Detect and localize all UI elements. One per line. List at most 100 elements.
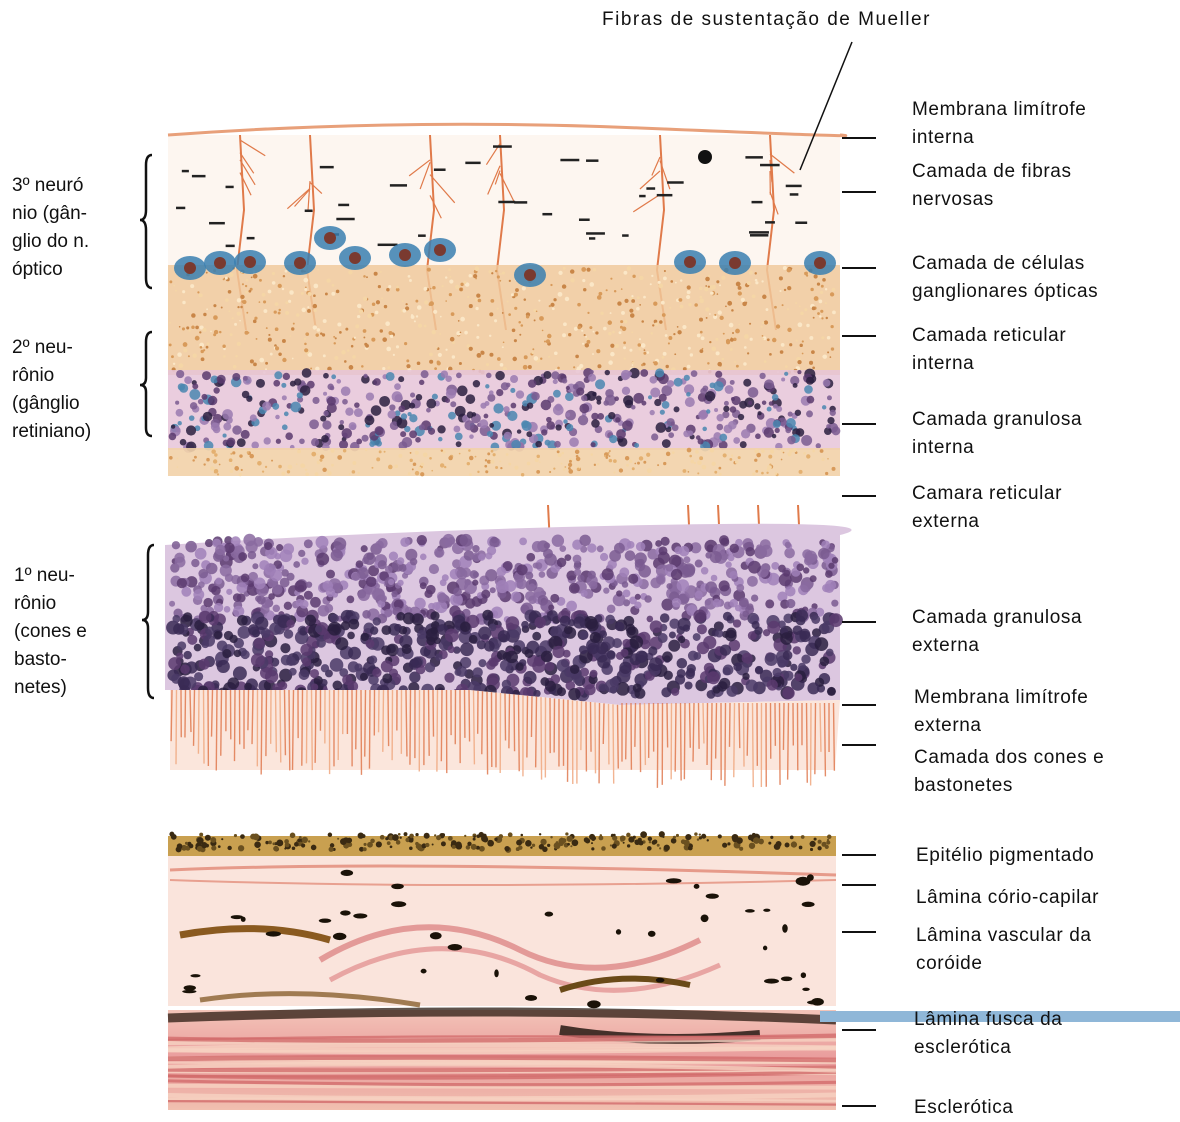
granule-cell bbox=[668, 432, 674, 438]
granule-cell bbox=[609, 550, 621, 562]
speckle bbox=[745, 302, 747, 304]
speckle bbox=[613, 471, 615, 473]
granule-cell bbox=[437, 593, 447, 603]
speckle bbox=[352, 461, 356, 465]
speckle bbox=[434, 367, 437, 370]
granule-cell bbox=[546, 421, 555, 430]
speckle bbox=[450, 276, 452, 278]
rod-cone bbox=[266, 690, 267, 756]
speckle bbox=[366, 276, 368, 278]
granule-cell bbox=[381, 625, 391, 635]
granule-cell bbox=[339, 440, 348, 449]
granule-cell bbox=[529, 583, 536, 590]
speckle bbox=[502, 346, 504, 348]
granule-cell bbox=[493, 403, 503, 413]
granule-cell bbox=[498, 630, 510, 642]
granule-cell bbox=[650, 387, 660, 397]
speckle bbox=[477, 471, 479, 473]
granule-cell bbox=[389, 552, 398, 561]
speckle bbox=[282, 288, 284, 290]
speckle bbox=[417, 361, 421, 365]
granule-cell bbox=[217, 660, 230, 673]
speckle bbox=[619, 468, 623, 472]
speckle bbox=[553, 298, 556, 301]
speckle bbox=[239, 454, 242, 457]
granule-cell bbox=[444, 673, 454, 683]
granule-cell bbox=[765, 653, 778, 666]
pigment-granule bbox=[732, 834, 739, 841]
melanocyte bbox=[340, 910, 351, 915]
granule-cell bbox=[584, 616, 597, 629]
granule-cell bbox=[719, 580, 730, 591]
granule-cell bbox=[798, 663, 806, 671]
speckle bbox=[832, 467, 836, 471]
speckle bbox=[827, 336, 831, 340]
speckle bbox=[393, 354, 395, 356]
granule-cell bbox=[450, 401, 456, 407]
granule-cell bbox=[203, 598, 212, 607]
pigment-granule bbox=[441, 833, 445, 837]
granule-cell bbox=[489, 423, 494, 428]
layer-label-line2: esclerótica bbox=[914, 1034, 1062, 1062]
speckle bbox=[305, 469, 307, 471]
speckle bbox=[485, 459, 487, 461]
speckle bbox=[769, 353, 772, 356]
speckle bbox=[632, 364, 634, 366]
granule-cell bbox=[185, 541, 197, 553]
speckle bbox=[475, 298, 478, 301]
rod-cone bbox=[716, 703, 717, 759]
speckle bbox=[337, 455, 342, 460]
speckle bbox=[182, 290, 185, 293]
speckle bbox=[699, 296, 702, 299]
granule-cell bbox=[551, 371, 559, 379]
speckle bbox=[608, 452, 610, 454]
granule-cell bbox=[705, 581, 717, 593]
fiber-fragment bbox=[320, 166, 334, 169]
choroid bbox=[168, 856, 836, 1006]
fiber-fragment bbox=[622, 234, 629, 237]
rod-cone bbox=[725, 703, 726, 786]
speckle bbox=[652, 324, 654, 326]
speckle bbox=[775, 472, 778, 475]
granule-cell bbox=[328, 622, 342, 636]
speckle bbox=[738, 286, 742, 290]
granule-cell bbox=[631, 405, 636, 410]
melanocyte bbox=[333, 933, 346, 940]
granule-cell bbox=[526, 431, 532, 437]
granule-cell bbox=[703, 636, 716, 649]
rod-cone bbox=[276, 690, 277, 752]
speckle bbox=[396, 345, 399, 348]
granule-cell bbox=[472, 580, 478, 586]
granule-cell bbox=[391, 591, 398, 598]
pigment-granule bbox=[441, 841, 446, 846]
speckle bbox=[336, 290, 340, 294]
speckle bbox=[577, 468, 580, 471]
speckle bbox=[772, 338, 776, 342]
speckle bbox=[624, 299, 628, 303]
granule-cell bbox=[227, 438, 236, 447]
speckle bbox=[239, 473, 242, 476]
speckle bbox=[320, 455, 324, 459]
neuron-label-line: 3º neuró bbox=[12, 172, 89, 200]
granule-cell bbox=[607, 605, 616, 614]
granule-cell bbox=[420, 582, 427, 589]
melanocyte bbox=[745, 909, 755, 913]
granule-cell bbox=[429, 564, 439, 574]
speckle bbox=[694, 462, 696, 464]
speckle bbox=[228, 310, 230, 312]
granule-cell bbox=[535, 562, 542, 569]
granule-cell bbox=[684, 681, 692, 689]
pigment-granule bbox=[671, 838, 677, 844]
granule-cell bbox=[674, 406, 680, 412]
speckle bbox=[357, 304, 361, 308]
rod-cone bbox=[729, 703, 730, 747]
granule-cell bbox=[725, 385, 734, 394]
granule-cell bbox=[516, 390, 524, 398]
rod-cone bbox=[437, 690, 438, 772]
granule-cell bbox=[246, 396, 252, 402]
granule-cell bbox=[454, 426, 461, 433]
layer-label-line1: Esclerótica bbox=[914, 1094, 1014, 1122]
speckle bbox=[631, 331, 633, 333]
speckle bbox=[610, 312, 612, 314]
speckle bbox=[519, 334, 521, 336]
